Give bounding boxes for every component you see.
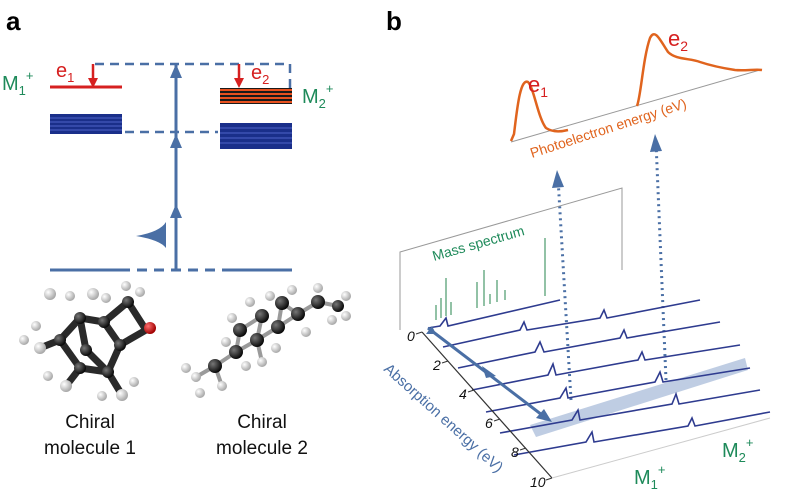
m2-excited-band — [220, 123, 292, 149]
multiphoton-arrow — [170, 64, 182, 270]
molecule-2-caption-line2: molecule 2 — [216, 438, 308, 459]
ionization-level-dashed — [95, 62, 292, 88]
base-line — [551, 417, 771, 479]
e1-projection-arrow — [552, 170, 573, 401]
absorption-ridges — [427, 299, 771, 456]
molecule-1-model — [19, 281, 156, 401]
e1-spectrum-curve — [509, 80, 569, 142]
absorption-axis-line — [421, 331, 553, 479]
scan-arrow — [426, 326, 552, 422]
mass-spectrum-plane — [399, 187, 623, 330]
molecule-2-model — [181, 283, 351, 398]
e1-arrow — [88, 64, 98, 88]
molecule-1-caption-line2: molecule 1 — [44, 438, 136, 459]
e2-spectrum-curve — [635, 33, 763, 107]
e1-label-a: e1 — [56, 60, 74, 85]
panel-b-label: b — [386, 6, 402, 36]
e2-projection-arrow — [650, 134, 668, 381]
m2-label-a: M2+ — [302, 81, 334, 111]
m1-excited-band — [50, 114, 122, 134]
m1-label-a: M1+ — [2, 68, 34, 98]
mass-peaks — [435, 238, 546, 320]
m2-label-b: M2+ — [722, 435, 754, 465]
m1-label-b: M1+ — [634, 462, 666, 492]
e2-arrow — [234, 64, 244, 88]
panel-a-label: a — [6, 6, 21, 36]
e2-label-a: e2 — [251, 62, 269, 87]
tick-2: 2 — [432, 357, 441, 373]
tick-10: 10 — [530, 474, 546, 490]
e1-label-b: e1 — [528, 72, 548, 100]
e2-label-b: e2 — [668, 26, 688, 54]
m2-ion-band — [220, 88, 292, 104]
tick-0: 0 — [407, 328, 415, 344]
mass-spectrum-label: Mass spectrum — [430, 222, 526, 264]
absorption-axis-ticks — [415, 331, 553, 481]
molecule-2-caption-line1: Chiral — [237, 412, 287, 433]
tick-8: 8 — [511, 444, 519, 460]
tick-6: 6 — [485, 415, 493, 431]
laser-pulse-icon — [136, 222, 166, 248]
tick-4: 4 — [459, 386, 467, 402]
pe-axis-label: Photoelectron energy (eV) — [528, 95, 688, 161]
pe-axis-line — [510, 69, 761, 143]
molecule-1-caption-line1: Chiral — [65, 412, 115, 433]
